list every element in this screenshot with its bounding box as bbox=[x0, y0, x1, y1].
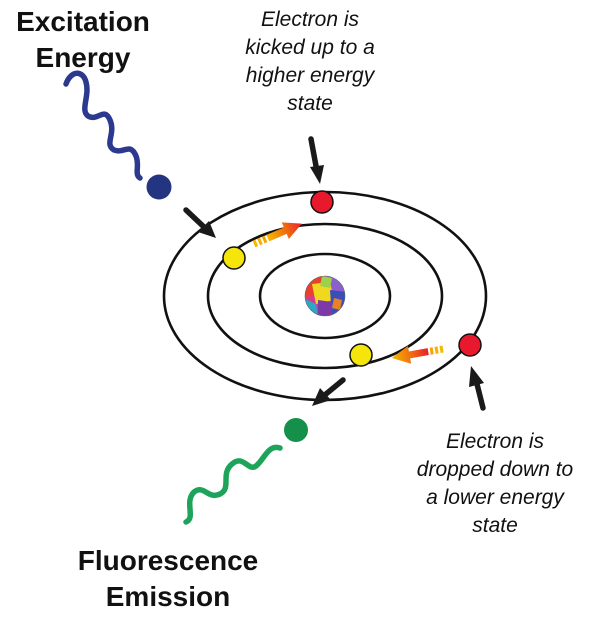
emission-label-line: Emission bbox=[105, 581, 231, 612]
annotation-line: dropped down to bbox=[416, 458, 574, 481]
dropped-down-annotation: Electron is dropped down to a lower ener… bbox=[395, 428, 595, 540]
emission-wave-icon bbox=[183, 444, 283, 525]
annotation-line: state bbox=[287, 92, 333, 115]
annotation-line: Electron is bbox=[260, 8, 360, 31]
emission-photon bbox=[284, 418, 308, 442]
excitation-label-line: Energy bbox=[35, 42, 131, 73]
arrow-down-to-electron-icon bbox=[308, 136, 324, 184]
emission-label-line: Fluorescence bbox=[77, 545, 259, 576]
excitation-photon bbox=[146, 174, 172, 200]
inner-orbit bbox=[258, 252, 392, 340]
arrow-out-of-orbit-icon bbox=[312, 377, 346, 406]
annotation-line: kicked up to a bbox=[245, 36, 375, 59]
ground-electron-bottom bbox=[349, 343, 373, 367]
annotation-line: Electron is bbox=[445, 430, 545, 453]
annotation-line: higher energy bbox=[245, 64, 375, 87]
kicked-up-annotation: Electron is kicked up to a higher energy… bbox=[210, 6, 410, 118]
excited-electron-right bbox=[458, 333, 482, 357]
middle-orbit bbox=[206, 222, 444, 370]
transition-up-arrow-icon bbox=[252, 222, 302, 248]
arrow-up-to-electron-icon bbox=[469, 366, 486, 411]
ground-electron-left bbox=[222, 246, 246, 270]
arrow-into-orbit-icon bbox=[183, 207, 216, 238]
annotation-line: a lower energy bbox=[426, 486, 564, 509]
excitation-label-line: Excitation bbox=[16, 6, 150, 37]
transition-down-arrow-icon bbox=[391, 345, 444, 364]
excited-electron-top bbox=[310, 190, 334, 214]
fluorescence-emission-label: Fluorescence Emission bbox=[58, 543, 278, 615]
excitation-wave-icon bbox=[63, 70, 143, 181]
annotation-line: state bbox=[472, 514, 518, 537]
nucleus bbox=[305, 276, 345, 316]
excitation-energy-label: Excitation Energy bbox=[0, 4, 166, 76]
